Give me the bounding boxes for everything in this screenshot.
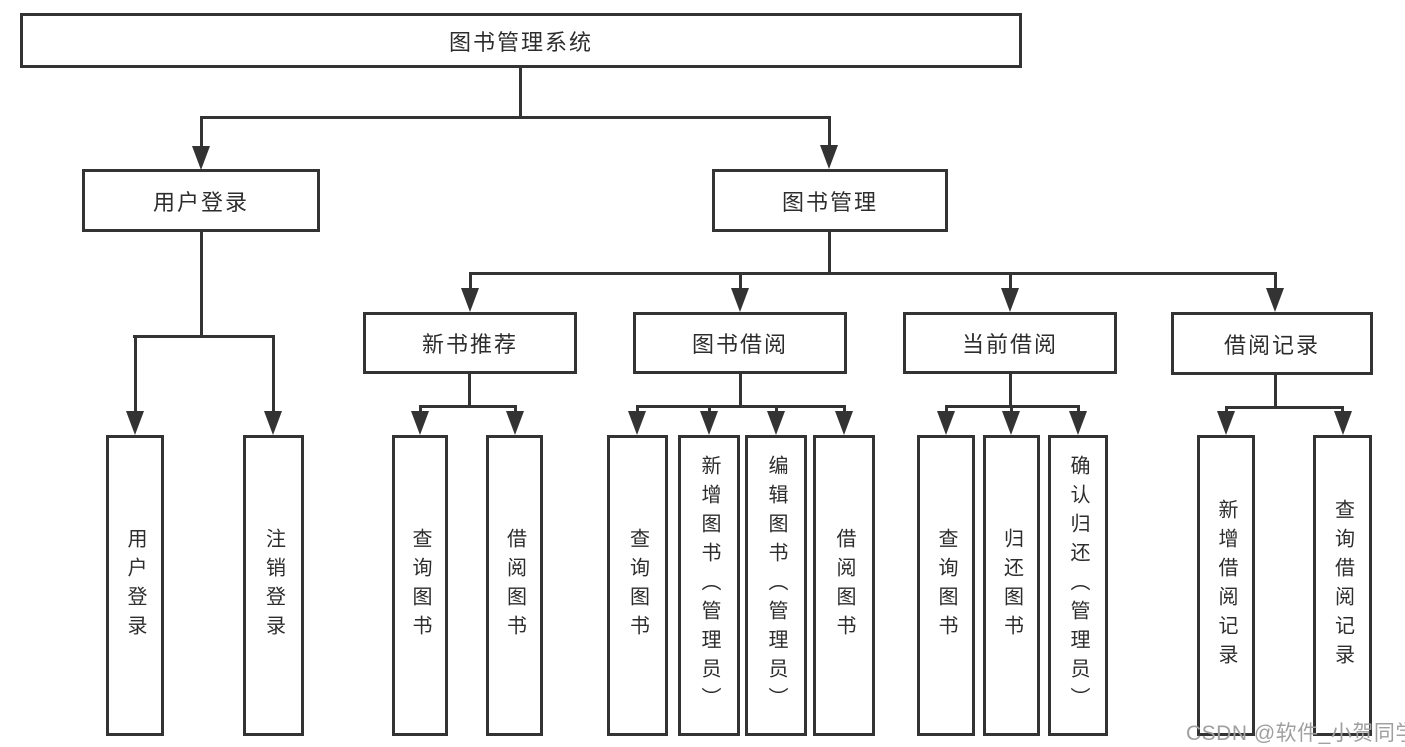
edge-v xyxy=(1010,405,1013,413)
leaf-recommend-borrow-book: 借阅图书 xyxy=(486,435,543,736)
edge-v xyxy=(468,374,471,408)
edge-h xyxy=(419,405,517,408)
arrowhead-down-icon xyxy=(126,411,144,435)
edge-v xyxy=(200,232,203,338)
edge-v xyxy=(419,405,422,413)
leaf-edit-book-admin: 编辑图书（管理员） xyxy=(745,435,807,736)
edge-v xyxy=(843,405,846,413)
node-library-management-system: 图书管理系统 xyxy=(20,13,1022,68)
leaf-recommend-query-book: 查询图书 xyxy=(392,435,448,736)
edge-h xyxy=(636,405,845,408)
leaf-borrowing-borrow-book: 借阅图书 xyxy=(813,435,875,736)
arrowhead-down-icon xyxy=(1266,288,1284,312)
node-borrowing-records: 借阅记录 xyxy=(1171,312,1373,375)
arrowhead-down-icon xyxy=(1001,288,1019,312)
node-current-borrowing: 当前借阅 xyxy=(903,312,1117,374)
arrowhead-down-icon xyxy=(937,411,955,435)
leaf-add-borrow-record: 新增借阅记录 xyxy=(1197,435,1255,736)
arrowhead-down-icon xyxy=(820,145,838,169)
leaf-logout: 注销登录 xyxy=(243,435,304,736)
arrowhead-down-icon xyxy=(835,411,853,435)
edge-v xyxy=(1009,272,1012,290)
edge-h xyxy=(133,335,275,338)
leaf-add-book-admin: 新增图书（管理员） xyxy=(678,435,740,736)
arrowhead-down-icon xyxy=(506,411,524,435)
edge-v xyxy=(739,374,742,408)
arrowhead-down-icon xyxy=(628,411,646,435)
leaf-user-login: 用户登录 xyxy=(106,435,164,736)
arrowhead-down-icon xyxy=(461,288,479,312)
leaf-return-book: 归还图书 xyxy=(983,435,1040,736)
edge-v xyxy=(1077,405,1080,413)
edge-v xyxy=(1341,406,1344,413)
edge-v xyxy=(775,405,778,413)
arrowhead-down-icon xyxy=(767,411,785,435)
node-user-login: 用户登录 xyxy=(82,169,320,232)
edge-v xyxy=(519,68,522,119)
arrowhead-down-icon xyxy=(192,146,210,170)
edge-h xyxy=(469,272,1277,275)
edge-v xyxy=(828,116,831,147)
edge-v xyxy=(708,405,711,413)
edge-v xyxy=(636,405,639,413)
leaf-borrowing-query-book: 查询图书 xyxy=(607,435,668,736)
edge-h xyxy=(200,116,831,119)
edge-v xyxy=(739,272,742,290)
edge-v xyxy=(828,232,831,275)
node-book-management: 图书管理 xyxy=(712,169,948,232)
arrowhead-down-icon xyxy=(1069,411,1087,435)
arrowhead-down-icon xyxy=(731,288,749,312)
leaf-confirm-return-admin: 确认归还（管理员） xyxy=(1048,435,1108,736)
node-new-book-recommend: 新书推荐 xyxy=(363,312,577,374)
edge-v xyxy=(514,405,517,413)
leaf-query-borrow-record: 查询借阅记录 xyxy=(1313,435,1372,736)
edge-h xyxy=(1225,406,1344,409)
edge-v xyxy=(1225,406,1228,413)
csdn-watermark: CSDN @软件_小贺同学 xyxy=(1186,722,1405,745)
edge-v xyxy=(1009,374,1012,408)
edge-v xyxy=(945,405,948,413)
arrowhead-down-icon xyxy=(1334,411,1352,435)
arrowhead-down-icon xyxy=(1002,411,1020,435)
arrowhead-down-icon xyxy=(264,411,282,435)
edge-v xyxy=(200,116,203,148)
edge-v xyxy=(272,335,275,413)
edge-v xyxy=(134,335,137,413)
arrowhead-down-icon xyxy=(700,411,718,435)
node-book-borrowing: 图书借阅 xyxy=(633,312,847,374)
arrowhead-down-icon xyxy=(1217,411,1235,435)
edge-v xyxy=(469,272,472,290)
arrowhead-down-icon xyxy=(411,411,429,435)
leaf-current-query-book: 查询图书 xyxy=(917,435,975,736)
edge-v xyxy=(1274,375,1277,408)
edge-v xyxy=(1274,272,1277,290)
